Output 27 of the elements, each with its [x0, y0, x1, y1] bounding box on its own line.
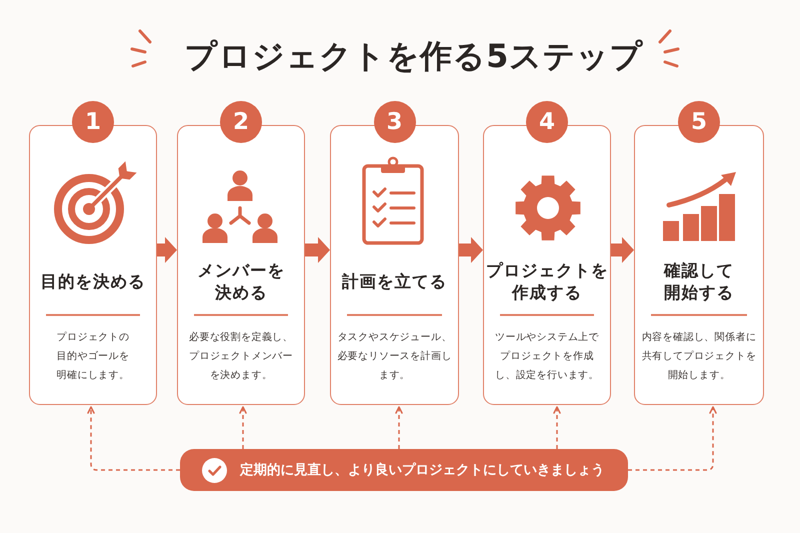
number-badge: 1 [72, 101, 114, 143]
dashed-arrow [628, 406, 717, 471]
step-description: プロジェクトの目的やゴールを明確にします。 [56, 330, 130, 383]
number-badge: 4 [526, 101, 568, 143]
number-badge: 3 [374, 101, 416, 143]
dashed-arrow [87, 406, 180, 471]
dashed-arrow [553, 406, 561, 449]
banner-text: 定期的に見直し、より良いプロジェクトにしていきましょう [240, 461, 604, 479]
step-title: 計画を立てる [342, 271, 447, 293]
step-description: 内容を確認し、関係者に共有してプロジェクトを開始します。 [640, 330, 758, 383]
arrow [611, 237, 634, 263]
step-description: ツールやシステム上でプロジェクトを作成し、設定を行います。 [494, 330, 600, 383]
dashed-arrow [239, 406, 247, 449]
number-badge: 2 [220, 101, 262, 143]
number-badge: 5 [678, 101, 720, 143]
title: プロジェクトを作る5ステップ [184, 36, 644, 76]
dashed-arrow [395, 406, 403, 449]
step-title: 目的を決める [40, 271, 146, 293]
banner [180, 449, 628, 491]
arrow [157, 237, 177, 263]
step-title: プロジェクトを作成する [485, 260, 609, 304]
arrow [305, 237, 330, 263]
step-description: タスクやスケジュール、必要なリソースを計画します。 [336, 331, 453, 383]
step-title: 確認して開始する [662, 260, 735, 304]
step-title: メンバーを決める [196, 260, 286, 304]
arrow [459, 237, 483, 263]
step-description: 必要な役割を定義し、プロジェクトメンバーを決めます。 [188, 330, 294, 383]
